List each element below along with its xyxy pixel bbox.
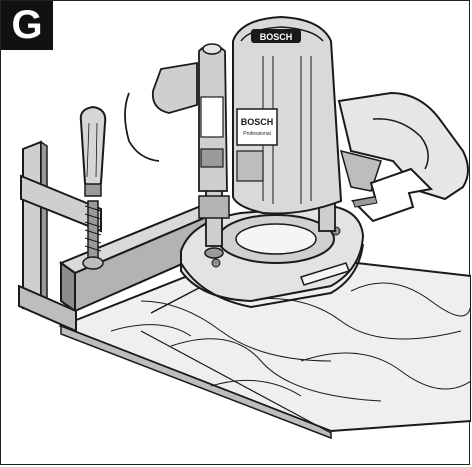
- brand-top-label: BOSCH: [260, 32, 293, 42]
- workbench-board: [58, 249, 471, 440]
- guide-fence: [58, 204, 219, 313]
- router-motor-body: [232, 15, 343, 215]
- router-left-handle: [124, 61, 198, 162]
- router-right-handle: [337, 91, 469, 201]
- router-branding: BOSCH BOSCH Professional: [241, 32, 293, 137]
- brand-sub-label: Professional: [243, 131, 271, 137]
- figure-label: G: [1, 1, 53, 50]
- feed-direction-arrow: [350, 167, 434, 223]
- brand-front-label: BOSCH: [241, 117, 274, 127]
- router-base: [180, 204, 365, 309]
- bar-clamp: [18, 105, 107, 333]
- clamp-handle: [79, 105, 107, 189]
- router-side-tower: [198, 43, 228, 192]
